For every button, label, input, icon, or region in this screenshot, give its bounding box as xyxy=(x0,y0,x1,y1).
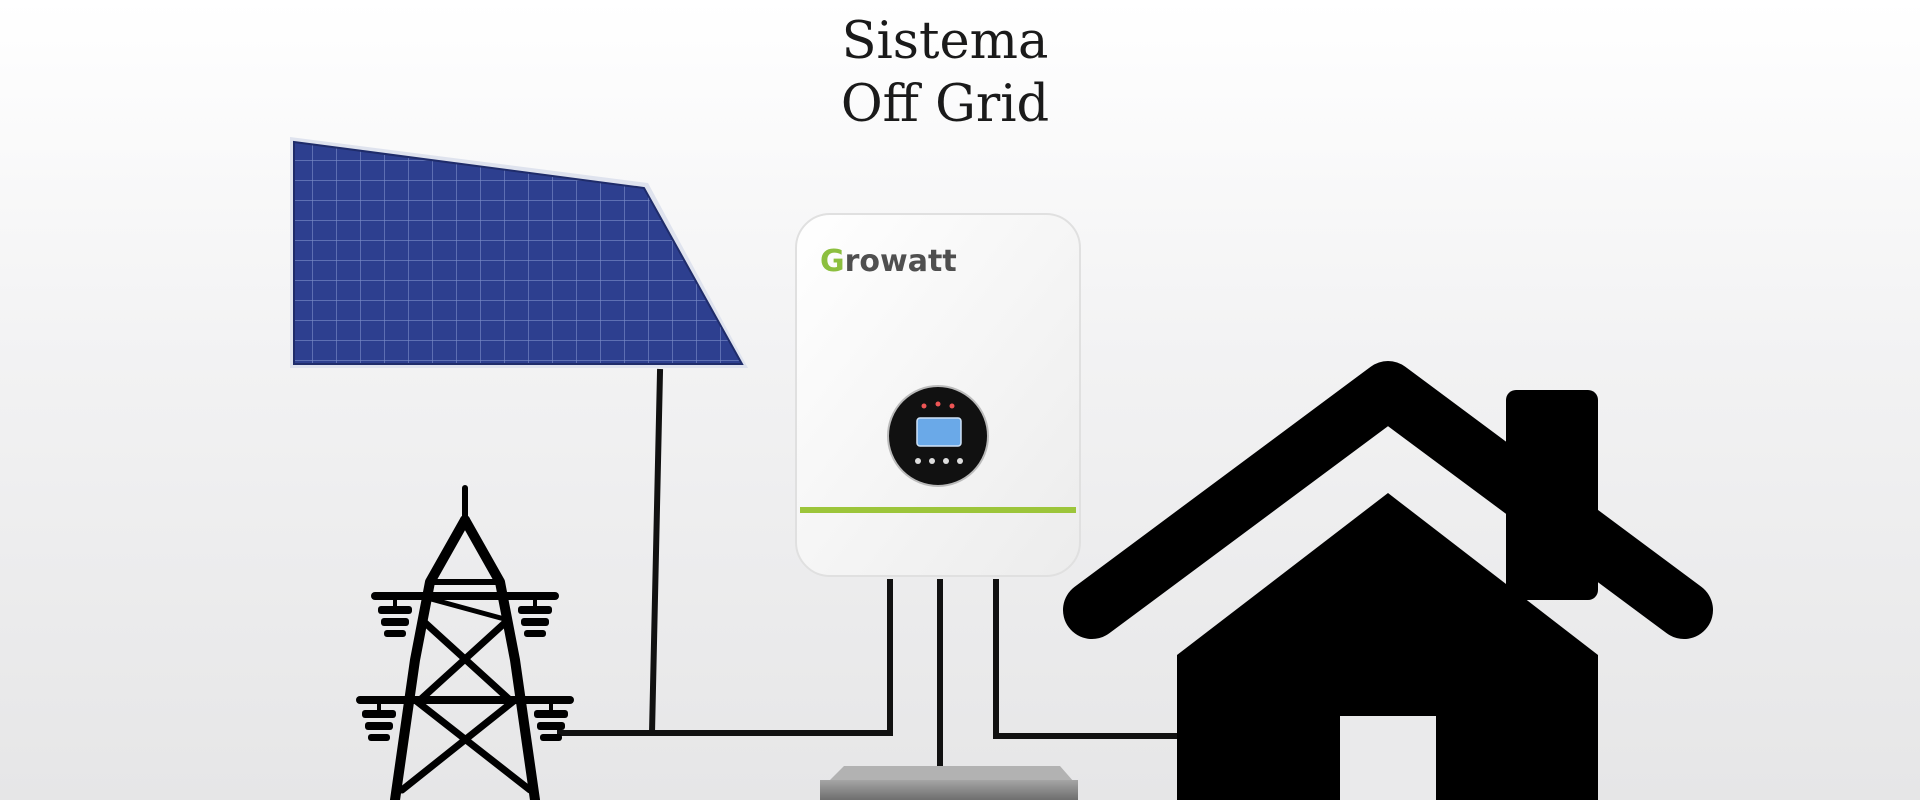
inverter-icon xyxy=(795,213,1081,577)
diagram-title: Sistema Off Grid xyxy=(760,10,1130,136)
solar-panel-icon xyxy=(290,137,748,368)
panel-to-inverter-wire xyxy=(648,368,893,736)
title-line-1: Sistema xyxy=(841,12,1049,71)
brand-initial: G xyxy=(820,244,845,279)
battery-icon xyxy=(820,766,1078,800)
title-line-2: Off Grid xyxy=(840,75,1050,134)
brand-rest: rowatt xyxy=(844,244,957,279)
power-tower-icon xyxy=(356,485,574,800)
house-icon xyxy=(1063,361,1713,800)
inverter-to-house-wire xyxy=(993,579,1183,739)
inverter-brand-logo: Growatt xyxy=(820,244,957,279)
wiring xyxy=(557,368,1183,800)
